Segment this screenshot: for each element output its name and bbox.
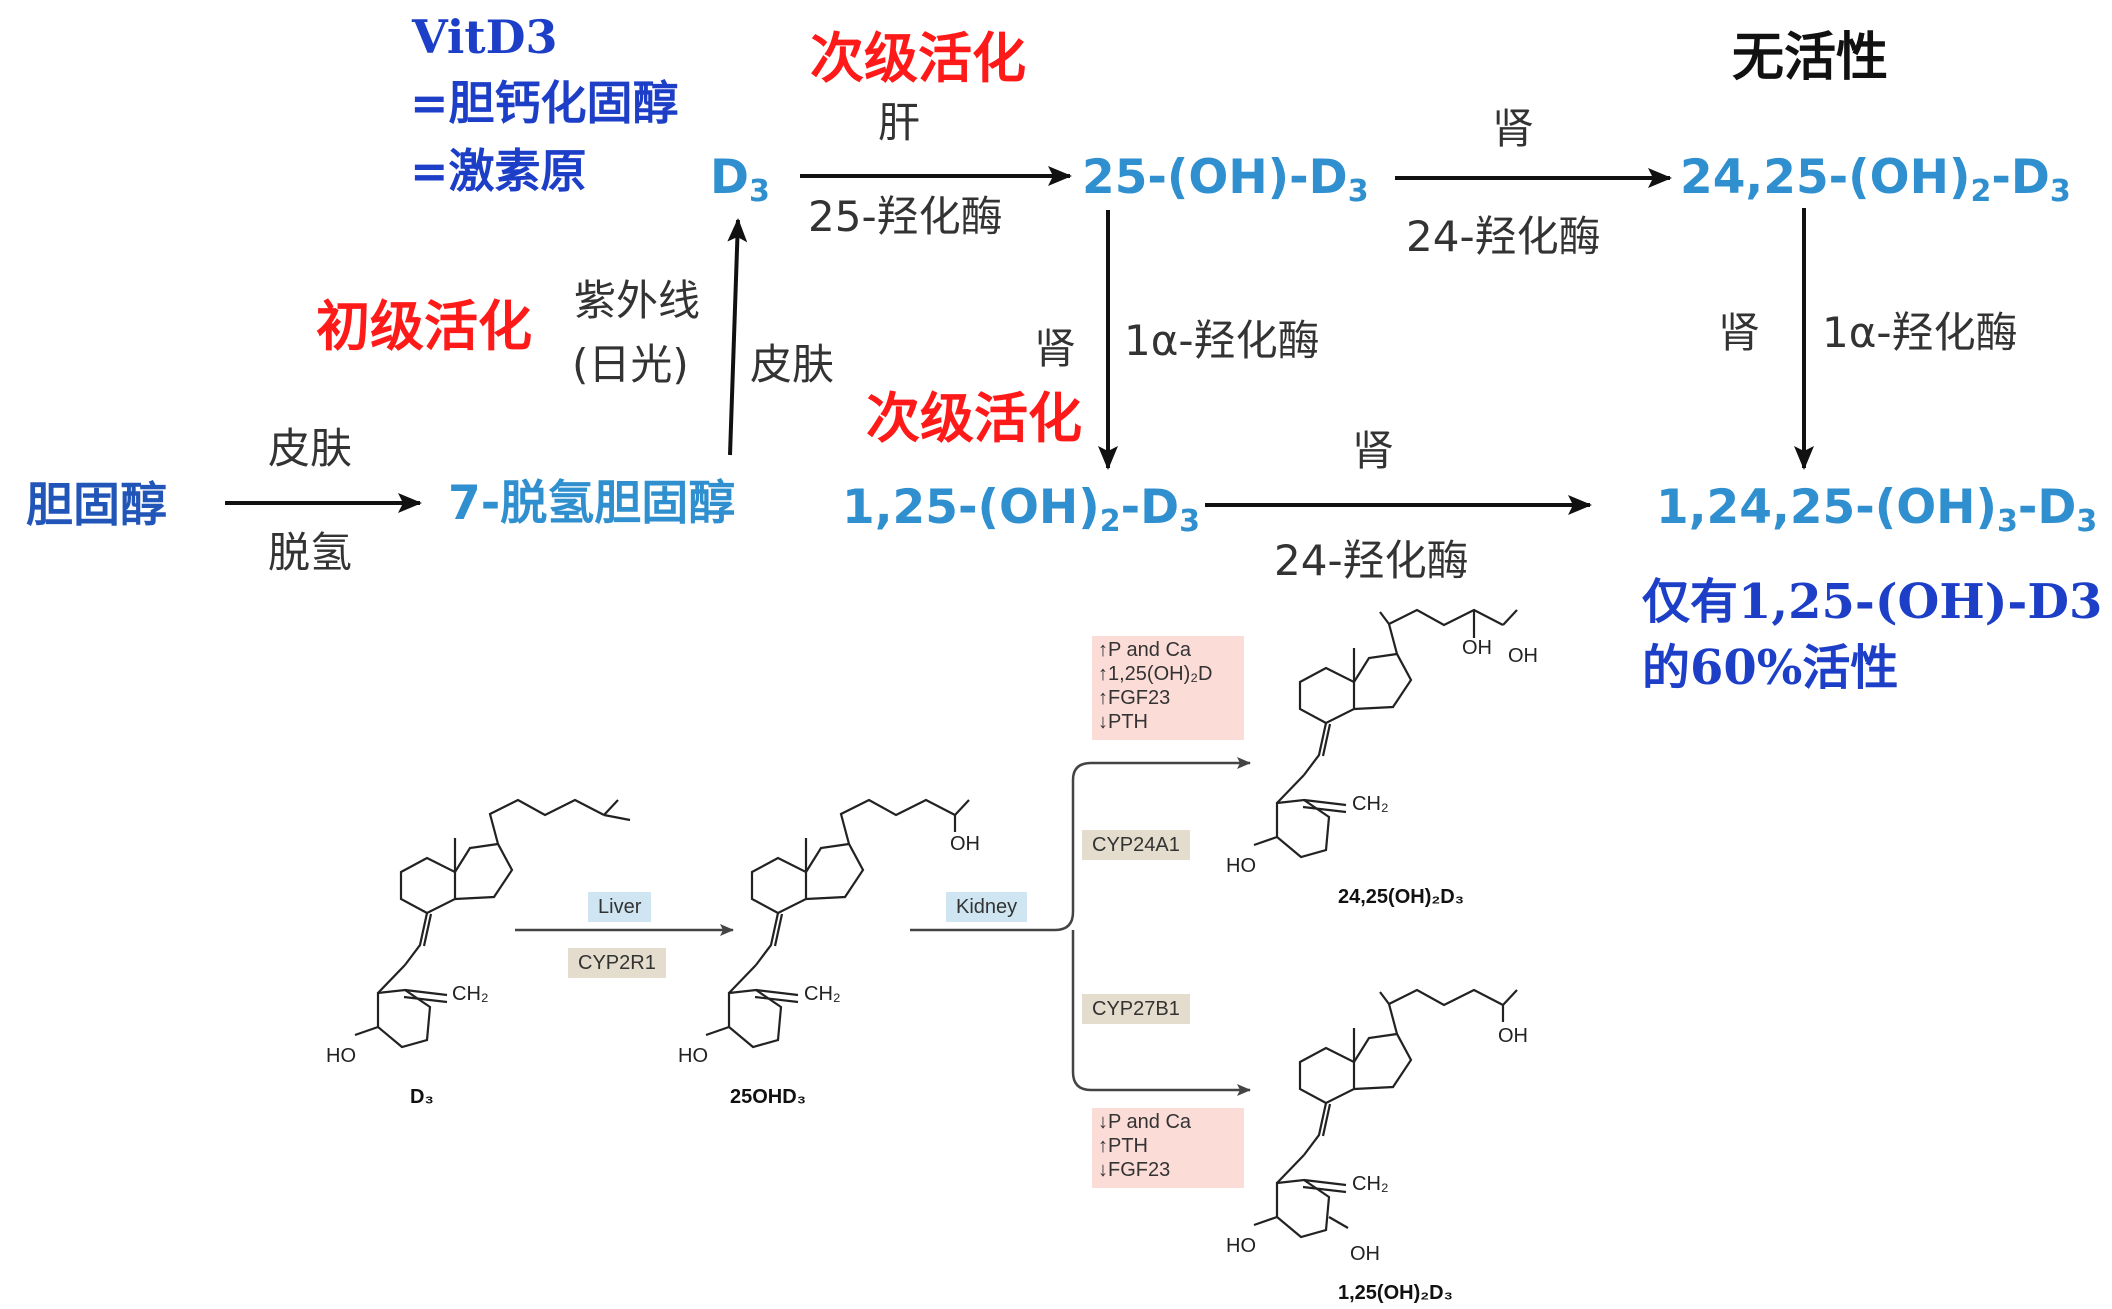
atom-ch2-25oh: CH₂ bbox=[804, 983, 841, 1005]
label-liver: 肝 bbox=[878, 98, 921, 147]
label-skin-side: 皮肤 bbox=[750, 340, 835, 389]
arrow-25ohd3-to-kidney-branch bbox=[910, 757, 1251, 932]
effects-box-2425-line4: ↓PTH bbox=[1098, 711, 1148, 733]
caption-125oh2d3: 1,25(OH)₂D₃ bbox=[1338, 1282, 1453, 1304]
effects-box-125-line2: ↑PTH bbox=[1098, 1135, 1148, 1157]
structure-d3 bbox=[354, 798, 631, 1049]
atom-ch2-2425: CH₂ bbox=[1352, 793, 1389, 815]
compound-cholesterol: 胆固醇 bbox=[26, 478, 167, 533]
caption-d3: D₃ bbox=[410, 1086, 434, 1108]
label-1a-hydroxylase-left: 1α-羟化酶 bbox=[1124, 316, 1320, 365]
label-uv: 紫外线 bbox=[574, 276, 701, 325]
atom-ho-d3: HO bbox=[326, 1045, 356, 1067]
caption-2425oh2d3: 24,25(OH)₂D₃ bbox=[1338, 886, 1464, 908]
structure-125 bbox=[1253, 988, 1518, 1239]
atom-oh1-125: OH bbox=[1350, 1243, 1380, 1265]
arrow-kidney-branch-lower bbox=[1071, 930, 1251, 1096]
atom-ch2-125: CH₂ bbox=[1352, 1173, 1389, 1195]
label-kidney-right: 肾 bbox=[1718, 308, 1761, 357]
vitd3-synonym-prohormone: =激素原 bbox=[410, 144, 587, 198]
label-sunlight: (日光) bbox=[572, 340, 689, 389]
compound-7-dehydrocholesterol: 7-脱氢胆固醇 bbox=[448, 476, 736, 531]
compound-125-oh2-d3: 1,25-(OH)2-D3 bbox=[842, 480, 1201, 539]
atom-oh25-2425: OH bbox=[1508, 645, 1538, 667]
atom-oh25-125: OH bbox=[1498, 1025, 1528, 1047]
label-24-hydroxylase-top: 24-羟化酶 bbox=[1406, 212, 1601, 261]
label-1a-hydroxylase-right: 1α-羟化酶 bbox=[1822, 308, 2018, 357]
label-dehydrogenation: 脱氢 bbox=[268, 528, 353, 577]
compound-12425-oh3-d3: 1,24,25-(OH)3-D3 bbox=[1656, 480, 2098, 539]
label-skin-top: 皮肤 bbox=[268, 424, 353, 473]
atom-oh-25oh: OH bbox=[950, 833, 980, 855]
tag-cyp24a1: CYP24A1 bbox=[1082, 830, 1190, 860]
effects-box-2425-line1: ↑P and Ca bbox=[1098, 639, 1192, 661]
arrow-dehydro-to-d3 bbox=[727, 218, 748, 456]
vitd3-label: VitD3 bbox=[412, 10, 558, 64]
structure-2425 bbox=[1253, 608, 1518, 859]
tag-liver: Liver bbox=[588, 892, 652, 922]
label-24-hydroxylase-bottom: 24-羟化酶 bbox=[1274, 536, 1469, 585]
effects-box-2425-line2: ↑1,25(OH)₂D bbox=[1098, 663, 1213, 685]
inactive-label: 无活性 bbox=[1732, 28, 1889, 88]
structure-25ohd3 bbox=[705, 798, 970, 1049]
compound-d3: D3 bbox=[710, 150, 770, 209]
activity-note-line1: 仅有1,25-(OH)-D3 bbox=[1642, 574, 2103, 630]
tag-cyp2r1: CYP2R1 bbox=[568, 948, 666, 978]
compound-2425-oh2-d3: 24,25-(OH)2-D3 bbox=[1680, 150, 2071, 209]
secondary-activation-mid-label: 次级活化 bbox=[866, 387, 1082, 450]
tag-cyp27b1: CYP27B1 bbox=[1082, 994, 1190, 1024]
activity-note-line2: 的60%活性 bbox=[1642, 640, 1899, 696]
secondary-activation-top-label: 次级活化 bbox=[810, 27, 1026, 90]
label-kidney-bottom: 肾 bbox=[1352, 426, 1395, 475]
effects-box-125-line1: ↓P and Ca bbox=[1098, 1111, 1192, 1133]
atom-ho-2425: HO bbox=[1226, 855, 1256, 877]
vitd3-synonym-calciol: =胆钙化固醇 bbox=[410, 76, 679, 130]
label-kidney-top: 肾 bbox=[1492, 104, 1535, 153]
effects-box-125: ↓P and Ca ↑PTH ↓FGF23 bbox=[1092, 1108, 1244, 1188]
caption-25ohd3: 25OHD₃ bbox=[730, 1086, 806, 1108]
effects-box-2425-line3: ↑FGF23 bbox=[1098, 687, 1171, 709]
atom-ho-25oh: HO bbox=[678, 1045, 708, 1067]
tag-kidney: Kidney bbox=[946, 892, 1028, 922]
atom-oh24-2425: OH bbox=[1462, 637, 1492, 659]
atom-ho-125: HO bbox=[1226, 1235, 1256, 1257]
label-25-hydroxylase: 25-羟化酶 bbox=[808, 192, 1003, 241]
label-kidney-left: 肾 bbox=[1034, 324, 1077, 373]
effects-box-2425: ↑P and Ca ↑1,25(OH)₂D ↑FGF23 ↓PTH bbox=[1092, 636, 1244, 740]
effects-box-125-line3: ↓FGF23 bbox=[1098, 1159, 1171, 1181]
atom-ch2-d3: CH₂ bbox=[452, 983, 489, 1005]
primary-activation-label: 初级活化 bbox=[316, 295, 532, 358]
compound-25oh-d3: 25-(OH)-D3 bbox=[1082, 150, 1369, 209]
